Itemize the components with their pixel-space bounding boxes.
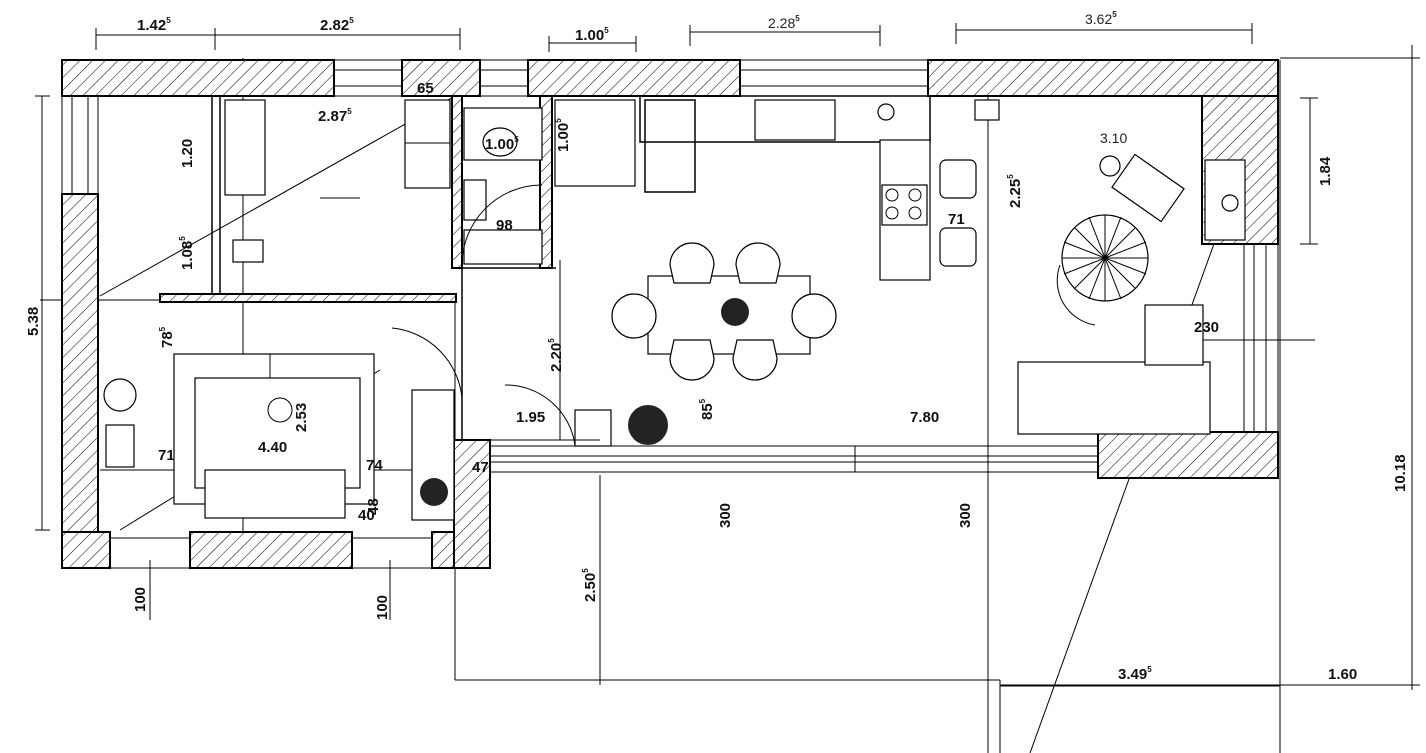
dim-65: 65 [417,80,434,97]
dim-160: 1.60 [1328,666,1357,683]
dim-253: 2.53 [293,403,310,432]
dim-1018: 10.18 [1392,454,1409,492]
dim-48: 48 [365,498,382,515]
dim-98: 98 [496,217,513,234]
bedroom-furniture [103,353,455,521]
top-dim-2: 2.825 [320,16,354,34]
dim-184: 1.84 [1317,156,1334,186]
top-dimension-labels: 1.425 2.825 1.005 2.285 3.625 [137,10,1117,44]
dimension-lines [35,23,1413,690]
dim-100-closet: 1.005 [554,118,572,152]
top-dim-4: 2.285 [768,14,800,31]
bathroom-fixtures [224,99,636,266]
top-dim-5: 3.625 [1085,10,1117,27]
dim-195: 1.95 [516,409,545,426]
dim-220: 2.205 [547,338,565,372]
dim-40: 40 [358,507,375,524]
kitchen-fixtures [754,99,1000,281]
hall-furniture [391,327,668,447]
dim-85: 855 [698,398,716,420]
dim-120: 1.20 [179,139,196,168]
dim-71-bed: 71 [158,447,175,464]
dim-230: 230 [1194,319,1219,336]
partitions [211,95,931,440]
dim-250: 2.505 [581,568,599,602]
walls [61,59,1279,569]
dim-310: 3.10 [1100,130,1127,146]
dim-100-right: 100 [374,595,391,620]
dim-349: 3.495 [1118,665,1152,683]
dining-set [611,242,837,381]
windows [61,59,1279,569]
bottom-dimension-labels: 100 100 2.505 300 300 3.495 1.60 [132,503,1357,683]
dim-108: 1.085 [178,236,196,270]
top-dim-3: 1.005 [575,26,609,44]
dim-300-a: 300 [717,503,734,528]
dim-100-bath: 1.005 [485,135,519,153]
dim-287: 2.875 [318,107,352,125]
dim-440: 4.40 [258,439,287,456]
dim-78: 785 [158,326,176,348]
dim-538: 5.38 [25,307,42,336]
dim-780: 7.80 [910,409,939,426]
dim-100-left: 100 [132,587,149,612]
dim-47: 47 [472,459,489,476]
dim-225: 2.255 [1006,174,1024,208]
living-room-furniture [1017,153,1246,435]
dim-74: 74 [366,457,383,474]
room-dimension-labels: 65 2.875 1.005 1.005 98 1.20 1.085 3.10 … [25,80,1409,524]
dim-71-kitchen: 71 [948,211,965,228]
top-dim-1: 1.425 [137,16,171,34]
dim-300-b: 300 [957,503,974,528]
